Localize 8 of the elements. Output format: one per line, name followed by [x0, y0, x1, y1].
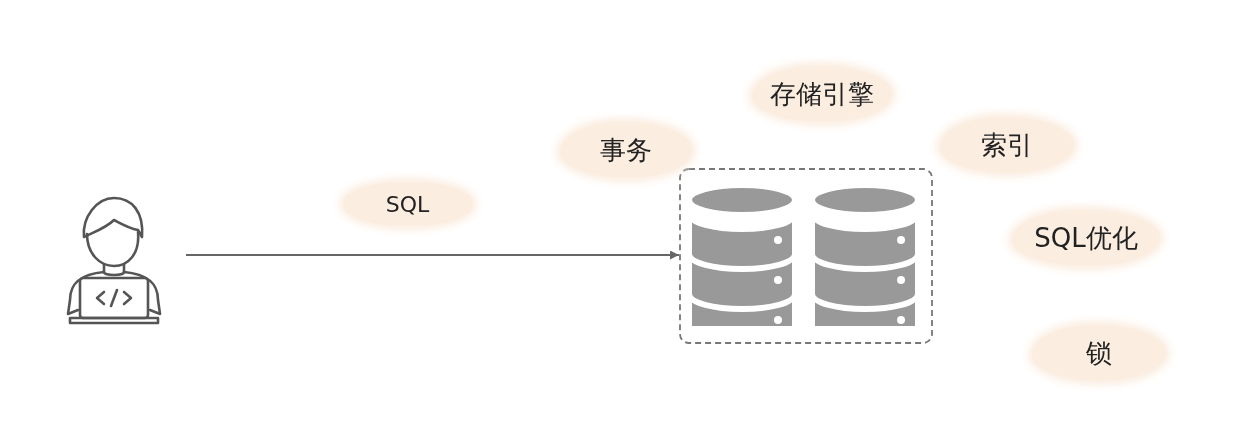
text-bubble: SQL优化	[1012, 210, 1160, 266]
text-bubble: 存储引擎	[752, 66, 892, 122]
edge-label: SQL	[342, 182, 473, 226]
arrow	[185, 250, 680, 260]
text-bubble: 锁	[1032, 325, 1166, 381]
text-bubble: 事务	[560, 122, 692, 178]
dashed-frame	[679, 168, 933, 344]
text-bubble: 索引	[940, 117, 1074, 173]
